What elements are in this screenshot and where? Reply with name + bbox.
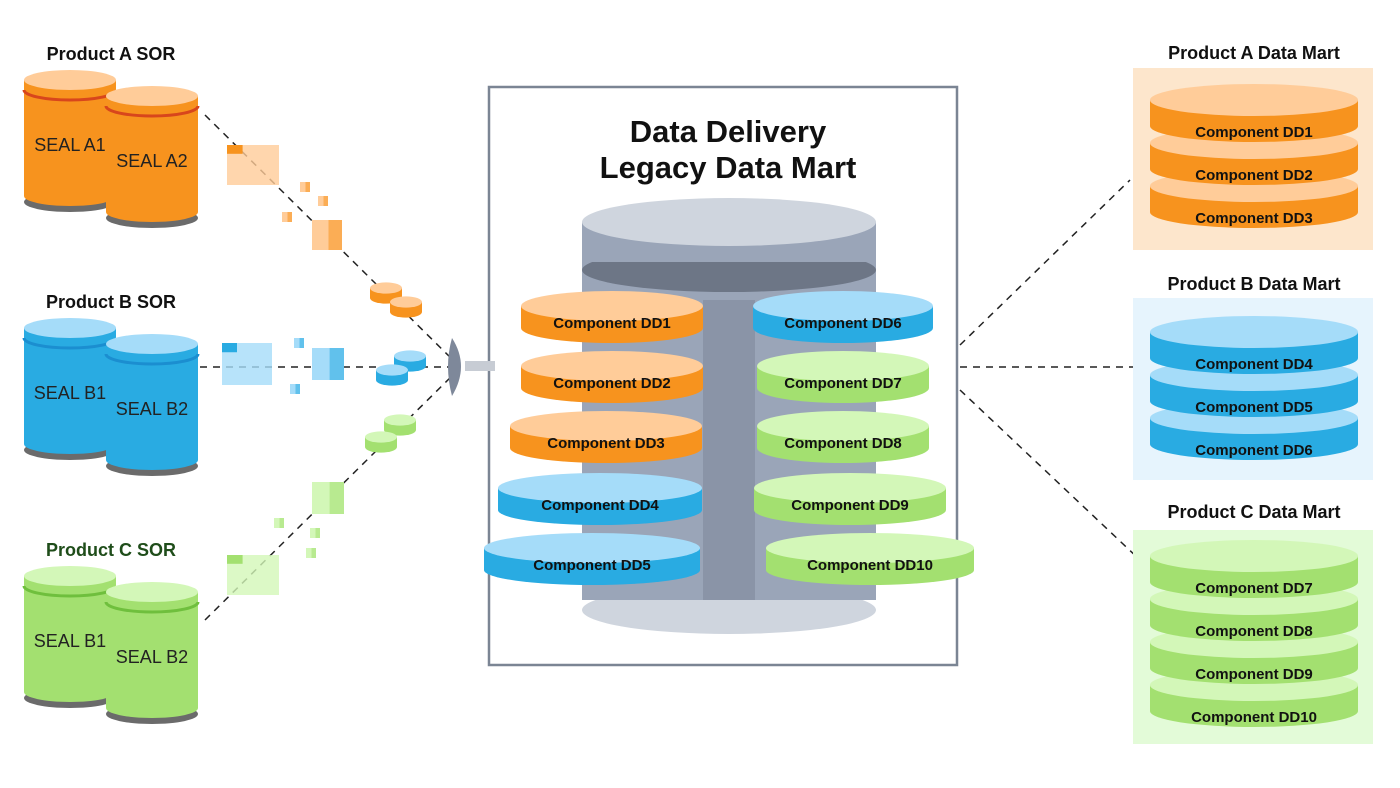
mart-component: Component DD7 [1150, 540, 1358, 598]
component-label: Component DD8 [784, 435, 902, 452]
cube-icon [290, 384, 300, 394]
legacy-component-right: Component DD9 [754, 473, 946, 525]
mini-cylinder-icon [384, 414, 416, 436]
cube-icon [294, 338, 304, 348]
cube-icon [312, 348, 344, 380]
mart-component: Component DD4 [1150, 316, 1358, 374]
cylinder-label: SEAL B2 [116, 647, 188, 667]
component-label: Component DD9 [791, 497, 909, 514]
legacy-component-left: Component DD1 [521, 291, 703, 343]
component-label: Component DD6 [784, 315, 902, 332]
source-group: Product B SOR SEAL B1 SEAL B2 [22, 292, 200, 476]
component-label: Component DD7 [784, 375, 902, 392]
source-cylinder: SEAL B1 [22, 566, 118, 708]
data-tile-icon [227, 145, 279, 185]
cube-icon [306, 548, 316, 558]
cube-icon [282, 212, 292, 222]
source-systems: Product A SOR SEAL A1 SEAL A2 Product B SOR… [22, 44, 200, 724]
source-title: Product B SOR [46, 292, 176, 312]
component-label: Component DD2 [553, 375, 671, 392]
cube-icon [318, 196, 328, 206]
component-label: Component DD4 [1195, 356, 1313, 373]
component-label: Component DD4 [541, 497, 659, 514]
component-label: Component DD9 [1195, 666, 1313, 683]
source-cylinder: SEAL B2 [104, 582, 200, 724]
component-label: Component DD5 [1195, 399, 1313, 416]
source-group: Product A SOR SEAL A1 SEAL A2 [22, 44, 200, 228]
source-title: Product C SOR [46, 540, 176, 560]
mart-c-title: Product C Data Mart [1167, 502, 1340, 522]
mart-a-title: Product A Data Mart [1168, 43, 1340, 63]
mart-b-title: Product B Data Mart [1167, 274, 1340, 294]
data-tile-icon [222, 343, 272, 385]
source-cylinder: SEAL A1 [22, 70, 118, 212]
legacy-title-line2: Legacy Data Mart [600, 150, 857, 185]
component-label: Component DD3 [1195, 210, 1313, 227]
decoration [222, 145, 495, 595]
source-cylinder: SEAL A2 [104, 86, 200, 228]
source-cylinder: SEAL B1 [22, 318, 118, 460]
cube-icon [300, 182, 310, 192]
cylinder-label: SEAL B2 [116, 399, 188, 419]
legacy-component-right: Component DD8 [757, 411, 929, 463]
legacy-component-right: Component DD7 [757, 351, 929, 403]
cube-icon [310, 528, 320, 538]
legacy-component-right: Component DD10 [766, 533, 974, 585]
data-tile-icon [227, 555, 279, 595]
component-label: Component DD1 [553, 315, 671, 332]
mini-cylinder-icon [376, 364, 408, 386]
mart-component: Component DD1 [1150, 84, 1358, 142]
mart-stack: Component DD6 Component DD5 Component DD4 [1150, 316, 1358, 460]
component-label: Component DD3 [547, 435, 665, 452]
mini-cylinder-icon [365, 431, 397, 453]
legacy-component-left: Component DD4 [498, 473, 702, 525]
cylinder-label: SEAL A1 [34, 135, 105, 155]
cylinder-label: SEAL B1 [34, 383, 106, 403]
component-label: Component DD6 [1195, 442, 1313, 459]
component-label: Component DD2 [1195, 167, 1313, 184]
legacy-title-line1: Data Delivery [630, 114, 827, 149]
source-group: Product C SOR SEAL B1 SEAL B2 [22, 540, 200, 724]
mini-cylinder-icon [390, 296, 422, 318]
source-title: Product A SOR [47, 44, 176, 64]
legacy-component-left: Component DD5 [484, 533, 700, 585]
mart-stack: Component DD3 Component DD2 Component DD1 [1150, 84, 1358, 228]
cube-icon [274, 518, 284, 528]
cylinder-label: SEAL B1 [34, 631, 106, 651]
connector-mart-a [959, 179, 1131, 346]
legacy-component-right: Component DD6 [753, 291, 933, 343]
component-label: Component DD10 [1191, 709, 1317, 726]
funnel-icon [448, 338, 495, 396]
mart-component: Component DD6 [1150, 402, 1358, 460]
component-label: Component DD10 [807, 557, 933, 574]
connector-mart-c [959, 389, 1141, 561]
component-label: Component DD7 [1195, 580, 1313, 597]
column-spine [703, 300, 755, 600]
component-label: Component DD1 [1195, 124, 1313, 141]
legacy-component-left: Component DD2 [521, 351, 703, 403]
component-label: Component DD5 [533, 557, 651, 574]
cube-icon [312, 482, 344, 514]
cylinder-label: SEAL A2 [116, 151, 187, 171]
component-label: Component DD8 [1195, 623, 1313, 640]
column-cap [582, 198, 876, 246]
mart-stack: Component DD10 Component DD9 Component DD8… [1150, 540, 1358, 727]
source-cylinder: SEAL B2 [104, 334, 200, 476]
legacy-component-left: Component DD3 [510, 411, 702, 463]
cube-icon [312, 220, 342, 250]
